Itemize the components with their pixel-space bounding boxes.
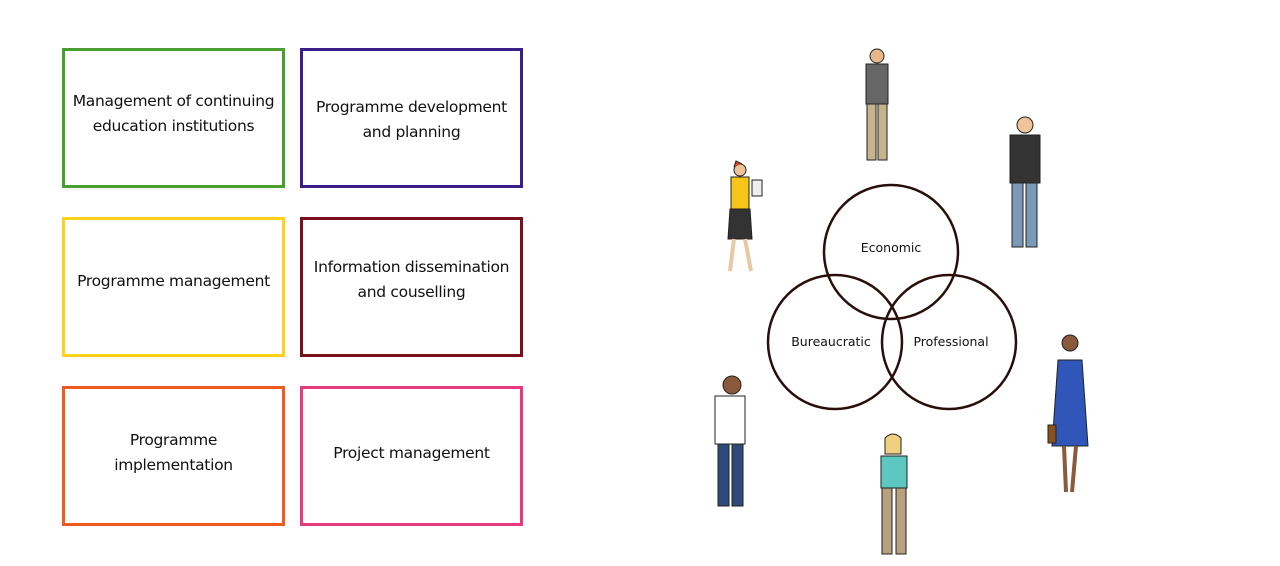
venn-circle-economic bbox=[822, 183, 960, 321]
box-project-management: Project management bbox=[300, 386, 523, 526]
box-label: Programme implementation bbox=[114, 431, 233, 474]
venn-label-economic: Economic bbox=[861, 240, 922, 255]
venn-circle-professional bbox=[880, 273, 1018, 411]
person-man-right-icon bbox=[1009, 116, 1041, 248]
person-woman-bottom-icon bbox=[880, 433, 908, 555]
person-woman-right-icon bbox=[1047, 334, 1089, 493]
box-label: Information dissemination and couselling bbox=[313, 258, 510, 301]
person-woman-left-icon bbox=[727, 160, 763, 272]
box-management-continuing-education: Management of continuing education insti… bbox=[62, 48, 285, 188]
venn-label-bureaucratic: Bureaucratic bbox=[791, 334, 871, 349]
box-label: Programme management bbox=[77, 271, 270, 290]
box-label: Programme development and planning bbox=[316, 98, 507, 141]
person-man-top-icon bbox=[865, 48, 889, 161]
box-label: Project management bbox=[333, 443, 490, 462]
box-programme-development: Programme development and planning bbox=[300, 48, 523, 188]
venn-label-professional: Professional bbox=[913, 334, 988, 349]
box-information-dissemination: Information dissemination and couselling bbox=[300, 217, 523, 357]
box-programme-implementation: Programme implementation bbox=[62, 386, 285, 526]
venn-circle-bureaucratic bbox=[766, 273, 904, 411]
box-programme-management: Programme management bbox=[62, 217, 285, 357]
person-man-bottom-left-icon bbox=[714, 375, 746, 507]
box-label: Management of continuing education insti… bbox=[72, 92, 275, 135]
